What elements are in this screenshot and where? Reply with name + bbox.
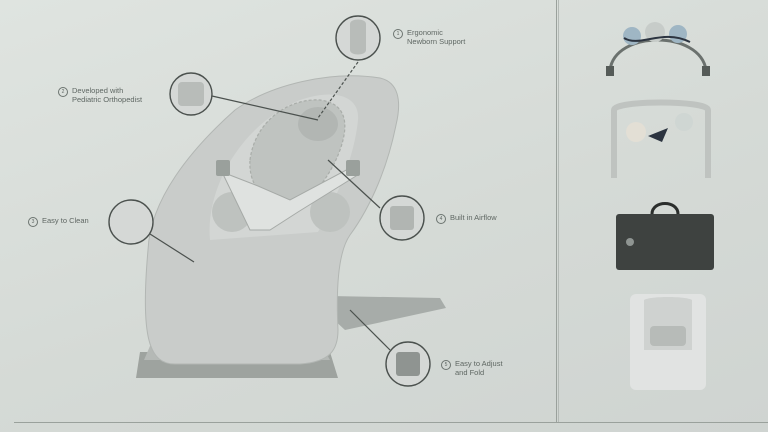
leader-line-4 xyxy=(327,159,381,209)
detail-cushion-icon xyxy=(178,82,204,106)
harness-buckle-left xyxy=(216,160,230,176)
callout-adjust-fold: 5 Easy to Adjust and Fold xyxy=(441,359,503,377)
right-bolster xyxy=(310,192,350,232)
callout-pediatric-orthopedist: 2 Developed with Pediatric Orthopedist xyxy=(58,86,142,104)
bouncer-rear-frame xyxy=(330,296,446,330)
leader-line-2 xyxy=(211,95,319,121)
callout-easy-to-clean: 3 Easy to Clean xyxy=(28,216,89,227)
callout-label: Easy to Clean xyxy=(42,216,89,225)
feature-panel xyxy=(556,0,557,422)
toy-arch-accessory xyxy=(611,99,711,178)
callout-number: 3 xyxy=(28,217,38,227)
callout-label: Ergonomic Newborn Support xyxy=(407,28,466,46)
callout-airflow: 4 Built in Airflow xyxy=(436,213,497,224)
detail-mesh-icon xyxy=(390,206,414,230)
detail-insert-icon xyxy=(350,19,366,55)
carry-bag-accessory xyxy=(616,202,714,270)
callout-label: Built in Airflow xyxy=(450,213,497,222)
leader-line-1 xyxy=(317,61,359,119)
detail-frame-icon xyxy=(396,352,420,376)
bottom-divider xyxy=(14,422,768,423)
accessories-panel xyxy=(558,0,768,422)
callout-number: 5 xyxy=(441,360,451,370)
callout-number: 2 xyxy=(58,87,68,97)
harness-buckle-right xyxy=(346,160,360,176)
callout-number: 4 xyxy=(436,214,446,224)
leader-line-5 xyxy=(349,309,391,351)
callout-label: Easy to Adjust and Fold xyxy=(455,359,503,377)
callout-number: 1 xyxy=(393,29,403,39)
head-pad xyxy=(298,107,338,141)
callout-label: Developed with Pediatric Orthopedist xyxy=(72,86,143,104)
leader-line-3 xyxy=(149,233,195,263)
toy-bar-accessory xyxy=(606,22,710,76)
detail-circle-fabric xyxy=(108,199,154,245)
seat-cover-accessory xyxy=(630,294,706,390)
callout-ergonomic-support: 1 Ergonomic Newborn Support xyxy=(393,28,465,46)
